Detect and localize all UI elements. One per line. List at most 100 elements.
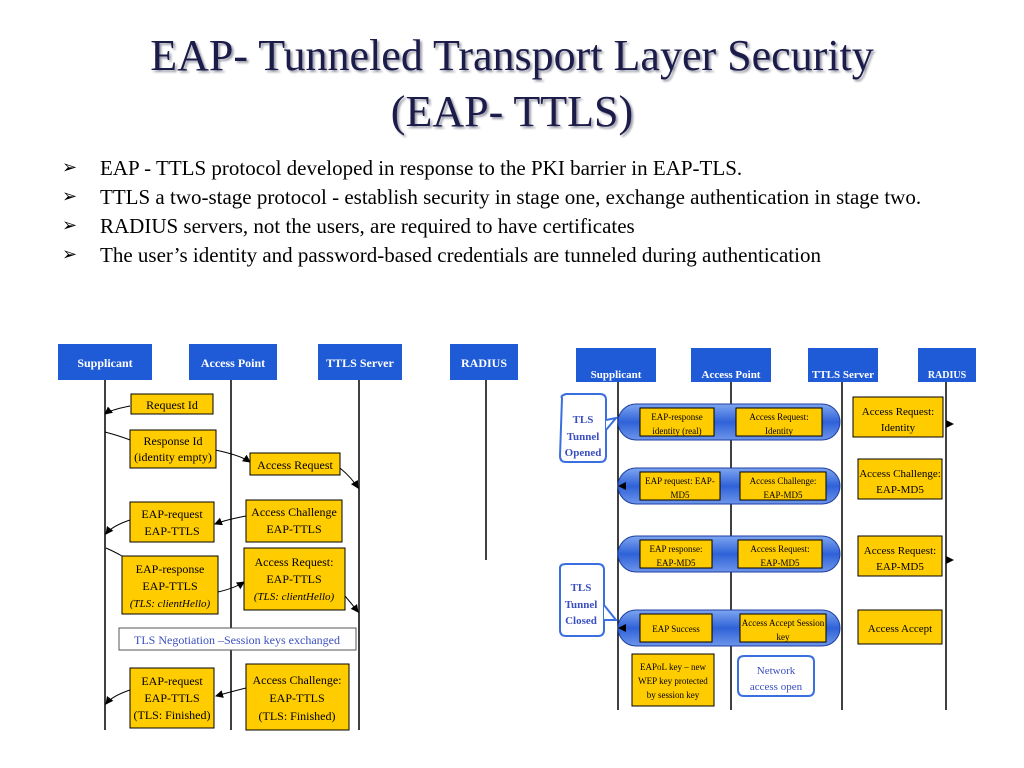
- tunnel-opened-line2: Tunnel: [567, 431, 600, 443]
- header-access-point-label: Access Point: [201, 356, 265, 370]
- arrow-challenge-2: [215, 687, 247, 698]
- arrow-eap-response-start: [105, 547, 123, 557]
- right-sequence-diagram: Supplicant Access Point TTLS Server RADI…: [558, 348, 976, 710]
- header-radius-label: RADIUS: [461, 356, 507, 370]
- msg-access-challenge-2-line1: Access Challenge:: [253, 673, 342, 687]
- msg-access-challenge-1-line1: Access Challenge: [251, 505, 337, 519]
- bullet-item: ➢ EAP - TTLS protocol developed in respo…: [62, 156, 962, 180]
- arrow-request-id: [104, 405, 131, 415]
- row2-ap-line2: EAP-MD5: [763, 490, 803, 500]
- network-access-callout: Network access open: [737, 655, 815, 697]
- tunnel-row-2: EAP request: EAP- MD5 Access Challenge: …: [617, 458, 943, 505]
- msg-eap-request-2-line3: (TLS: Finished): [134, 708, 211, 722]
- header-supplicant-label: Supplicant: [77, 356, 132, 370]
- bullet-text: TTLS a two-stage protocol - establish se…: [100, 185, 922, 209]
- bullet-item: ➢ TTLS a two-stage protocol - establish …: [62, 185, 962, 209]
- msg-response-id-line2: (identity empty): [134, 450, 212, 464]
- arrow-bullet-icon: ➢: [62, 186, 78, 207]
- msg-access-challenge-1-line2: EAP-TTLS: [266, 522, 321, 536]
- msg-response-id-line1: Response Id: [144, 434, 203, 448]
- row4-eap-line1: EAP Success: [652, 624, 700, 634]
- right-header-supplicant: Supplicant: [576, 348, 656, 382]
- msg-access-request-2: Access Request: EAP-TTLS (TLS: clientHel…: [243, 547, 346, 611]
- row3-radius-line1: Access Request:: [864, 545, 936, 557]
- right-header-supplicant-label: Supplicant: [591, 369, 642, 381]
- network-line2: access open: [750, 681, 803, 693]
- right-header-ttls-server-label: TTLS Server: [812, 369, 874, 381]
- msg-eap-request-2-line2: EAP-TTLS: [144, 691, 199, 705]
- row3-eap-line2: EAP-MD5: [656, 558, 696, 568]
- msg-access-challenge-2-line2: EAP-TTLS: [269, 691, 324, 705]
- right-header-access-point: Access Point: [691, 348, 771, 382]
- msg-eap-response-line3: (TLS: clientHello): [130, 598, 211, 610]
- row2-eap-line2: MD5: [670, 490, 690, 500]
- msg-access-challenge-1: Access Challenge EAP-TTLS: [245, 499, 343, 543]
- msg-eap-request-2-line1: EAP-request: [141, 674, 203, 688]
- row1-eap-line2: identity (real): [652, 426, 701, 436]
- row3-ap-line1: Access Request:: [750, 544, 809, 554]
- row3-ap-line2: EAP-MD5: [760, 558, 800, 568]
- arrow-challenge: [214, 515, 247, 526]
- row2-radius-line2: EAP-MD5: [876, 484, 924, 496]
- arrow-eap-request: [105, 519, 131, 535]
- row3-eap-line1: EAP response:: [650, 544, 703, 554]
- arrow-response-to-ap: [214, 449, 251, 463]
- arrow-bullet-icon: ➢: [62, 244, 78, 265]
- msg-eap-request-1-line1: EAP-request: [141, 507, 203, 521]
- msg-access-challenge-2-line3: (TLS: Finished): [259, 709, 336, 723]
- tunnel-closed-line1: TLS: [571, 582, 592, 594]
- msg-access-request-2-line1: Access Request:: [255, 555, 334, 569]
- msg-eap-response: EAP-response EAP-TTLS (TLS: clientHello): [121, 555, 219, 615]
- tunnel-opened-line3: Opened: [565, 447, 602, 459]
- eapol-line1: EAPoL key – new: [640, 662, 706, 672]
- row3-radius-line2: EAP-MD5: [876, 561, 924, 573]
- tunnel-row-4: EAP Success Access Accept Session key Ac…: [617, 609, 943, 647]
- msg-access-request-2-line3: (TLS: clientHello): [254, 591, 335, 603]
- tls-tunnel-opened-callout: TLS Tunnel Opened: [558, 393, 619, 463]
- row1-radius-line1: Access Request:: [862, 406, 934, 418]
- row2-ap-line1: Access Challenge:: [750, 476, 817, 486]
- msg-eap-response-line1: EAP-response: [136, 562, 205, 576]
- bullet-text: The user’s identity and password-based c…: [100, 243, 821, 267]
- tls-negotiation-label: TLS Negotiation –Session keys exchanged: [134, 633, 340, 647]
- msg-access-request: Access Request: [249, 452, 341, 476]
- bullet-item: ➢ The user’s identity and password-based…: [62, 243, 962, 267]
- arrow-access-request-2: [344, 595, 359, 613]
- msg-eap-request-2: EAP-request EAP-TTLS (TLS: Finished): [129, 667, 215, 729]
- header-supplicant: Supplicant: [58, 344, 152, 380]
- eapol-line2: WEP key protected: [638, 676, 708, 686]
- bullet-list: ➢ EAP - TTLS protocol developed in respo…: [62, 156, 962, 272]
- tunnel-closed-line2: Tunnel: [565, 599, 598, 611]
- right-header-radius-label: RADIUS: [928, 370, 967, 381]
- bullet-item: ➢ RADIUS servers, not the users, are req…: [62, 214, 962, 238]
- right-header-access-point-label: Access Point: [702, 369, 761, 381]
- header-radius: RADIUS: [450, 344, 518, 380]
- arrow-bullet-icon: ➢: [62, 157, 78, 178]
- network-line1: Network: [757, 665, 796, 677]
- tls-tunnel-closed-callout: TLS Tunnel Closed: [559, 563, 619, 637]
- arrow-access-request: [339, 467, 359, 489]
- header-ttls-server: TTLS Server: [318, 344, 402, 380]
- arrow-eap-request-2: [105, 689, 131, 705]
- tunnel-opened-line1: TLS: [573, 414, 594, 426]
- right-header-ttls-server: TTLS Server: [808, 348, 878, 382]
- slide-title-line-1: EAP- Tunneled Transport Layer Security: [150, 31, 874, 80]
- slide-title: EAP- Tunneled Transport Layer Security (…: [0, 28, 1024, 140]
- msg-request-id: Request Id: [130, 393, 214, 415]
- arrow-response-to-ap-2: [217, 581, 245, 593]
- tunnel-closed-line3: Closed: [565, 615, 597, 627]
- arrow-bullet-icon: ➢: [62, 215, 78, 236]
- row1-ap-line1: Access Request:: [749, 412, 808, 422]
- slide-title-line-2: (EAP- TTLS): [390, 87, 634, 136]
- tunnel-row-1: EAP-response identity (real) Access Requ…: [617, 396, 954, 441]
- header-access-point: Access Point: [189, 344, 277, 380]
- row2-radius-line1: Access Challenge:: [859, 468, 941, 480]
- right-header-radius: RADIUS: [918, 348, 976, 382]
- row2-eap-line1: EAP request: EAP-: [645, 476, 715, 486]
- row4-ap-line2: key: [777, 632, 790, 642]
- msg-access-challenge-2: Access Challenge: EAP-TTLS (TLS: Finishe…: [245, 663, 350, 731]
- tls-negotiation-box: TLS Negotiation –Session keys exchanged: [118, 627, 357, 651]
- msg-eap-request-1-line2: EAP-TTLS: [144, 524, 199, 538]
- msg-access-request-2-line2: EAP-TTLS: [266, 572, 321, 586]
